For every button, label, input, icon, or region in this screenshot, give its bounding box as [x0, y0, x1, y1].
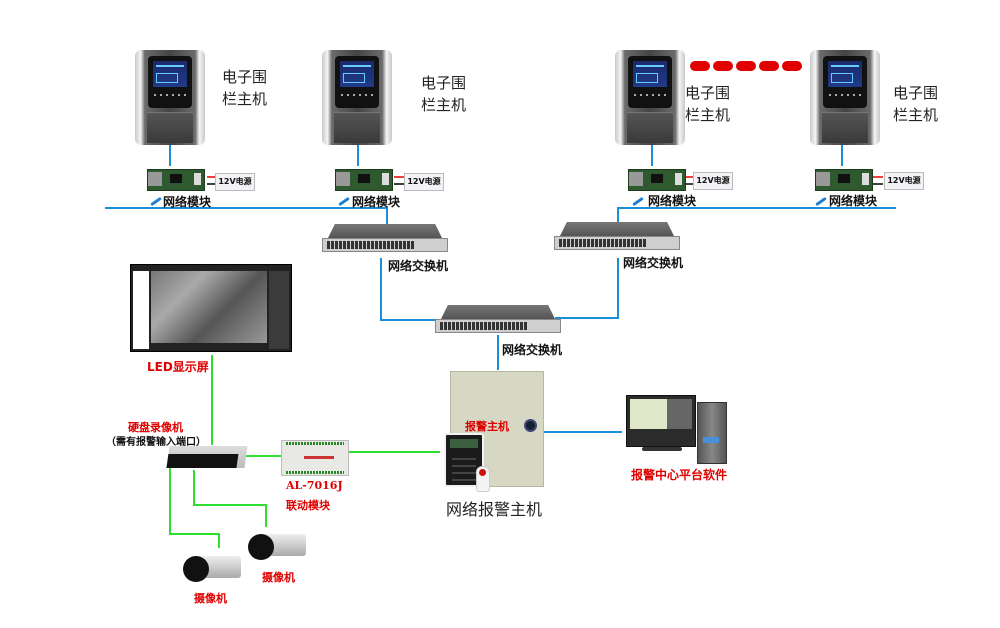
- network-module-1: [147, 169, 205, 191]
- dvr-label: 硬盘录像机: [128, 421, 183, 434]
- network-switch-label-core: 网络交换机: [502, 343, 563, 357]
- fence-host-label-1: 电子围 栏主机: [222, 68, 268, 108]
- fence-host-screen: [628, 56, 672, 108]
- camera-1: [183, 552, 243, 586]
- dvr-note: （需有报警输入端口）: [106, 437, 206, 448]
- ellipsis-dot: [782, 61, 802, 71]
- fence-host-label-4: 电子围 栏主机: [893, 84, 939, 124]
- network-module-label-4: 网络模块: [829, 194, 878, 208]
- linkage-module-label: 联动模块: [286, 499, 330, 512]
- fence-host-4: [810, 50, 880, 145]
- ellipsis-dot: [736, 61, 756, 71]
- ellipsis-dot: [713, 61, 733, 71]
- fence-host-screen: [148, 56, 192, 108]
- fence-host-1: [135, 50, 205, 145]
- led-display-screen: [130, 264, 292, 352]
- power-supply-label-3: 12V电源: [693, 172, 733, 190]
- network-switch-label-1: 网络交换机: [388, 259, 449, 273]
- power-supply-label-4: 12V电源: [884, 172, 924, 190]
- network-switch-1: [322, 224, 448, 254]
- camera-label-1: 摄像机: [194, 592, 227, 605]
- net-line: [617, 207, 896, 225]
- pc-monitor-stand: [642, 447, 682, 451]
- fence-host-screen: [823, 56, 867, 108]
- led-display-label: LED显示屏: [147, 360, 209, 374]
- pc-monitor: [626, 395, 696, 447]
- center-software-label: 报警中心平台软件: [631, 468, 728, 482]
- alarm-keypad: [444, 433, 484, 487]
- fence-host-label-3: 电子围 栏主机: [685, 84, 731, 124]
- alarm-host-label: 网络报警主机: [446, 500, 543, 519]
- fence-host-screen: [335, 56, 379, 108]
- pc-tower: [697, 402, 727, 464]
- network-switch-label-2: 网络交换机: [623, 256, 684, 270]
- video-line: [169, 468, 220, 548]
- camera-2: [248, 530, 308, 564]
- network-module-4: [815, 169, 873, 191]
- ellipsis-dot: [759, 61, 779, 71]
- network-module-label-1: 网络模块: [163, 195, 212, 209]
- net-line: [105, 207, 388, 225]
- network-module-label-2: 网络模块: [352, 195, 401, 209]
- remote-control-icon: [476, 466, 490, 492]
- net-line: [555, 258, 619, 319]
- alarm-host-lock-icon: [524, 419, 537, 432]
- net-line: [380, 258, 440, 321]
- fence-host-3: [615, 50, 685, 145]
- network-module-2: [335, 169, 393, 191]
- network-module-3: [628, 169, 686, 191]
- network-module-label-3: 网络模块: [648, 194, 697, 208]
- video-line: [193, 470, 267, 527]
- fence-host-label-2: 电子围 栏主机: [421, 74, 467, 114]
- dvr-device: [166, 446, 248, 468]
- alarm-host-panel-text: 报警主机: [465, 420, 509, 433]
- linkage-module: [281, 440, 349, 476]
- fence-host-2: [322, 50, 392, 145]
- power-supply-label-2: 12V电源: [404, 173, 444, 191]
- ellipsis-dot: [690, 61, 710, 71]
- camera-label-2: 摄像机: [262, 571, 295, 584]
- linkage-module-model: AL-7016J: [286, 479, 343, 492]
- power-supply-label-1: 12V电源: [215, 173, 255, 191]
- network-switch-core: [435, 305, 561, 335]
- network-switch-2: [554, 222, 680, 252]
